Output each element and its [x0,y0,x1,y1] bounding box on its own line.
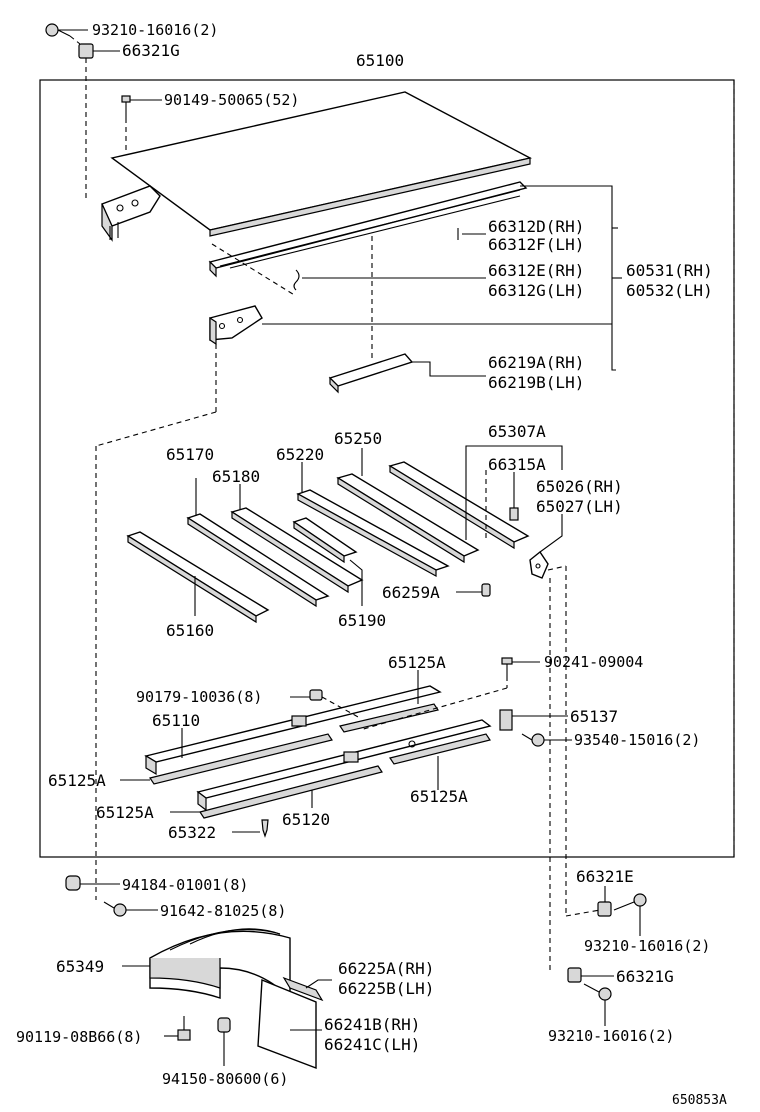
label-66312E: 66312E(RH) [488,261,584,280]
bracket-left-top [101,185,161,242]
label-66312F: 66312F(LH) [488,235,584,254]
label-66315A: 66315A [488,455,546,474]
nut-66321E [597,901,612,917]
label-90149: 90149-50065(52) [164,91,299,109]
label-65170: 65170 [166,445,214,464]
pin-66259A [481,583,491,597]
crossmember-65307A [388,461,530,550]
bolt-93210-mid [613,893,647,911]
screw-icon [121,95,131,118]
small-rail [328,353,414,394]
label-66259A: 66259A [382,583,440,602]
bolt-93540 [521,733,545,747]
label-66219B: 66219B(LH) [488,373,584,392]
label-94150: 94150-80600(6) [162,1070,288,1088]
label-66241C: 66241C(LH) [324,1035,420,1054]
clip-icon [293,269,300,291]
bolt-90119 [177,1016,191,1041]
mudflap-66241 [257,978,317,1070]
sill-65120 [196,719,492,812]
label-93540: 93540-15016(2) [574,731,700,749]
label-65180: 65180 [212,467,260,486]
nut-94184 [65,875,81,891]
nut-icon [78,43,94,59]
label-90119: 90119-08B66(8) [16,1028,142,1046]
label-65125A-left: 65125A [48,771,106,790]
bolt-93210-bottom [583,983,612,1001]
strip-65125A-right [389,733,491,765]
label-65322: 65322 [168,823,216,842]
crossmember-65220 [296,489,450,578]
label-assembly-65100: 65100 [356,51,404,70]
label-65190: 65190 [338,611,386,630]
strip-65125A-top [339,703,439,733]
floor-panel [110,91,533,237]
label-93210-bottom: 93210-16016(2) [548,1027,674,1045]
label-65125A-right: 65125A [410,787,468,806]
nut-94150 [217,1017,231,1033]
label-90179: 90179-10036(8) [136,688,262,706]
label-65125A-mid: 65125A [96,803,154,822]
label-65027: 65027(LH) [536,497,623,516]
crossmember-65190 [292,517,358,564]
bolt-91642 [103,901,127,917]
strip-65125A-mid [199,765,383,819]
crossmember-65160 [126,531,270,624]
label-66225A: 66225A(RH) [338,959,434,978]
label-65110: 65110 [152,711,200,730]
nut-66321G-bottom [567,967,582,983]
label-66241B: 66241B(RH) [324,1015,420,1034]
crossmember-65250 [336,473,480,564]
label-66321G-bottom: 66321G [616,967,674,986]
label-93210-mid: 93210-16016(2) [584,937,710,955]
bracket-66225 [282,976,324,1002]
screw-65322 [261,819,269,838]
diagram-id: 650853A [672,1093,727,1108]
side-rail [208,181,528,278]
bolt-90241 [501,657,513,676]
bracket-65026 [529,550,549,579]
label-93210-top: 93210-16016(2) [92,21,218,39]
label-66219A: 66219A(RH) [488,353,584,372]
small-bracket-66315A [509,507,519,521]
label-65125A-top: 65125A [388,653,446,672]
label-60531: 60531(RH) [626,261,713,280]
bracket-left-mid [209,305,263,346]
strip-65125A-left [149,733,333,785]
label-66312G: 66312G(LH) [488,281,584,300]
label-91642: 91642-81025(8) [160,902,286,920]
label-66321G-top: 66321G [122,41,180,60]
nut-90179 [309,689,323,701]
label-60532: 60532(LH) [626,281,713,300]
label-66312D: 66312D(RH) [488,217,584,236]
sill-65110 [144,685,442,776]
label-65137: 65137 [570,707,618,726]
label-90241: 90241-09004 [544,653,643,671]
label-65160: 65160 [166,621,214,640]
label-66225B: 66225B(LH) [338,979,434,998]
label-65120: 65120 [282,810,330,829]
label-65349: 65349 [56,957,104,976]
bracket-65137 [499,709,513,731]
label-94184: 94184-01001(8) [122,876,248,894]
mudguard-65349 [149,928,291,1000]
label-65250: 65250 [334,429,382,448]
label-65220: 65220 [276,445,324,464]
label-65026: 65026(RH) [536,477,623,496]
label-65307A: 65307A [488,422,546,441]
label-66321E: 66321E [576,867,634,886]
bolt-icon [45,23,71,37]
